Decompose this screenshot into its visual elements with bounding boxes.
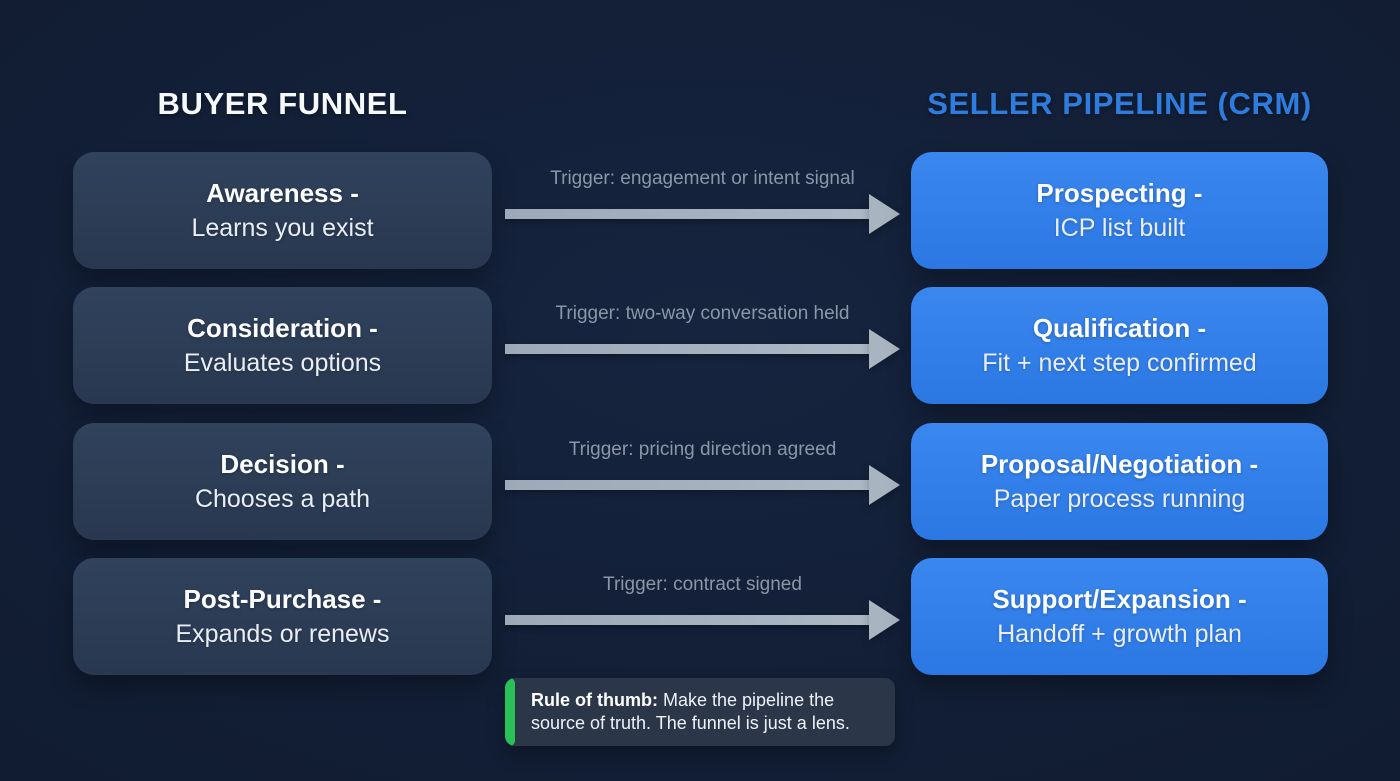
trigger-label: Trigger: engagement or intent signal (550, 168, 855, 189)
callout-text: Rule of thumb: Make the pipeline the sou… (515, 678, 864, 746)
buyer-stage-card-post-purchase: Post-Purchase - Expands or renews (73, 558, 492, 675)
arrow-head (869, 329, 900, 369)
arrow-right-icon (505, 329, 900, 369)
mapping-arrow-zone: Trigger: two-way conversation held (505, 287, 900, 404)
callout-line1: Make the pipeline the (657, 690, 835, 710)
arrow-head (869, 465, 900, 505)
stage-title: Post-Purchase - (183, 584, 382, 614)
funnel-row: Consideration - Evaluates options Trigge… (0, 287, 1400, 404)
accent-bar (505, 678, 515, 746)
buyer-stage-card-decision: Decision - Chooses a path (73, 423, 492, 540)
stage-subtitle: Fit + next step confirmed (982, 349, 1257, 377)
buyer-stage-card-consideration: Consideration - Evaluates options (73, 287, 492, 404)
stage-title: Support/Expansion - (992, 584, 1247, 614)
funnel-row: Awareness - Learns you exist Trigger: en… (0, 152, 1400, 269)
stage-subtitle: Learns you exist (191, 214, 374, 242)
buyer-funnel-heading: BUYER FUNNEL (157, 86, 408, 121)
trigger-label: Trigger: two-way conversation held (555, 303, 850, 324)
arrow-shaft (505, 209, 869, 219)
stage-title: Qualification - (1032, 313, 1207, 343)
stage-subtitle: Chooses a path (194, 485, 371, 513)
funnel-row: Decision - Chooses a path Trigger: prici… (0, 423, 1400, 540)
arrow-shaft (505, 480, 869, 490)
callout-label: Rule of thumb: (531, 690, 658, 710)
arrow-right-icon (505, 465, 900, 505)
stage-subtitle: ICP list built (1053, 214, 1186, 242)
seller-stage-card-support-expansion: Support/Expansion - Handoff + growth pla… (911, 558, 1328, 675)
seller-stage-card-proposal-negotiation: Proposal/Negotiation - Paper process run… (911, 423, 1328, 540)
stage-title: Prospecting - (1036, 178, 1203, 208)
arrow-head (869, 194, 900, 234)
stage-title: Proposal/Negotiation - (980, 449, 1259, 479)
stage-subtitle: Expands or renews (175, 620, 390, 648)
rule-of-thumb-callout: Rule of thumb: Make the pipeline the sou… (505, 678, 895, 746)
trigger-label: Trigger: pricing direction agreed (568, 439, 837, 460)
mapping-arrow-zone: Trigger: pricing direction agreed (505, 423, 900, 540)
stage-title: Decision - (220, 449, 345, 479)
stage-subtitle: Handoff + growth plan (997, 620, 1242, 648)
arrow-right-icon (505, 194, 900, 234)
seller-pipeline-heading: SELLER PIPELINE (CRM) (927, 86, 1312, 121)
stage-title: Consideration - (187, 313, 378, 343)
trigger-label: Trigger: contract signed (603, 574, 802, 595)
arrow-shaft (505, 615, 869, 625)
seller-stage-card-prospecting: Prospecting - ICP list built (911, 152, 1328, 269)
buyer-stage-card-awareness: Awareness - Learns you exist (73, 152, 492, 269)
stage-title: Awareness - (206, 178, 359, 208)
arrow-shaft (505, 344, 869, 354)
stage-subtitle: Paper process running (993, 485, 1246, 513)
funnel-row: Post-Purchase - Expands or renews Trigge… (0, 558, 1400, 675)
stage-subtitle: Evaluates options (183, 349, 382, 377)
arrow-head (869, 600, 900, 640)
mapping-arrow-zone: Trigger: engagement or intent signal (505, 152, 900, 269)
seller-stage-card-qualification: Qualification - Fit + next step confirme… (911, 287, 1328, 404)
mapping-arrow-zone: Trigger: contract signed (505, 558, 900, 675)
callout-line2: source of truth. The funnel is just a le… (531, 713, 850, 733)
arrow-right-icon (505, 600, 900, 640)
